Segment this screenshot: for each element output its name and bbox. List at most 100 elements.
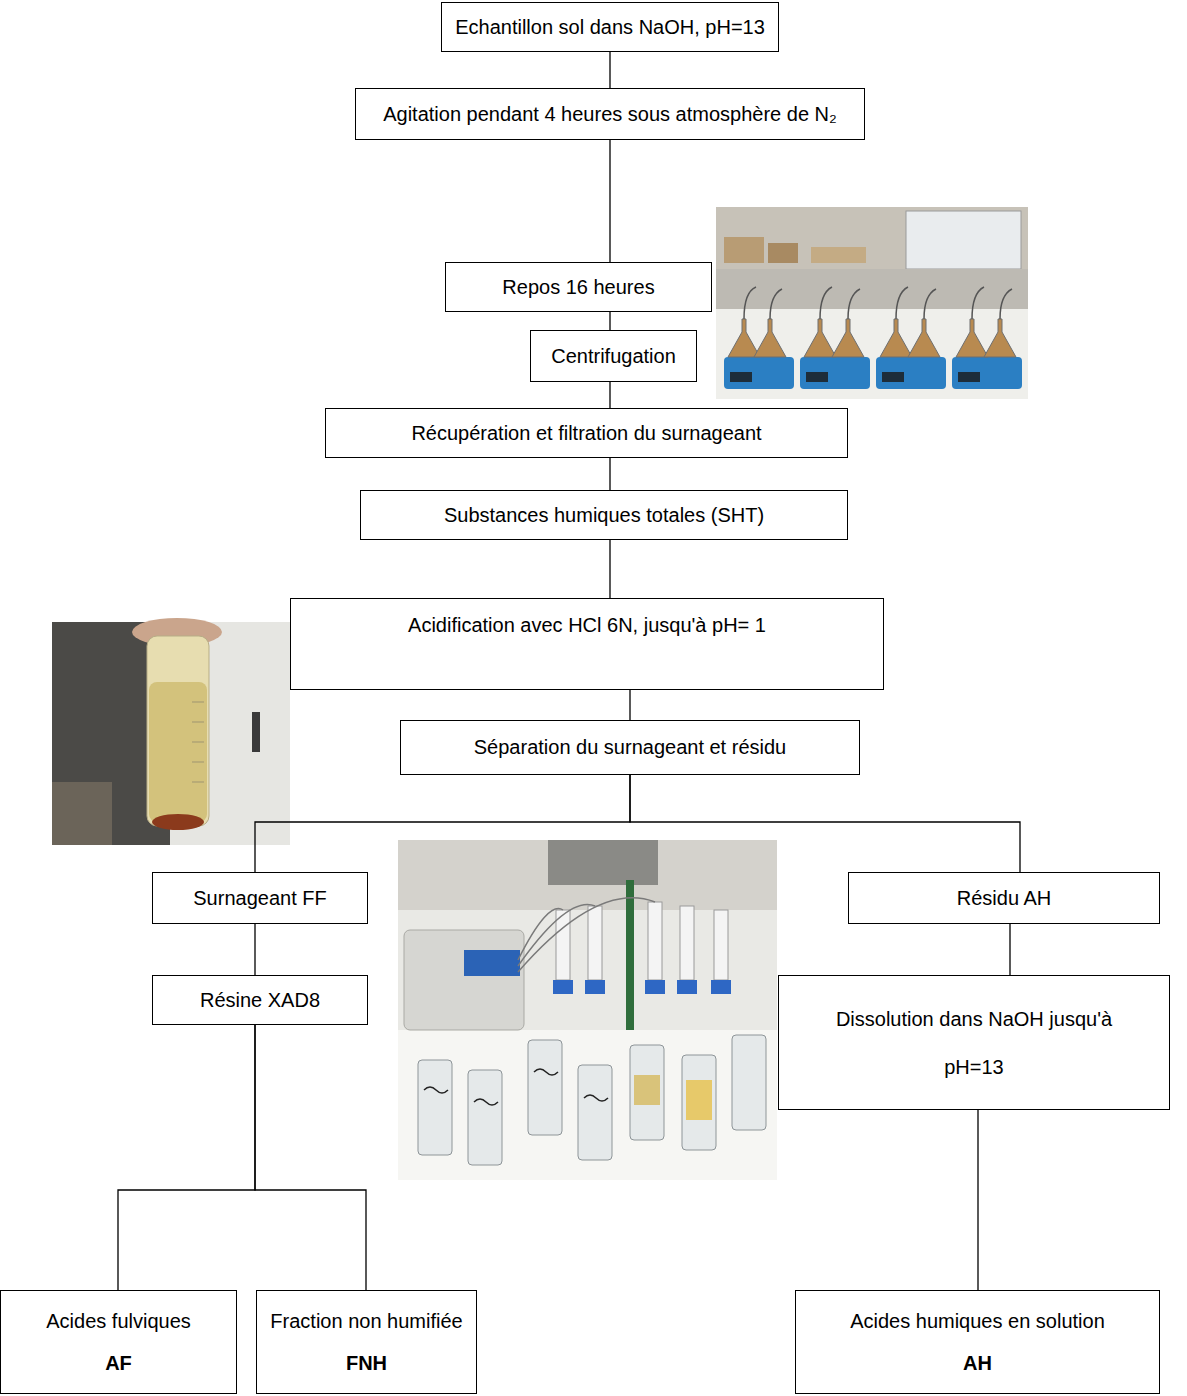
cap	[553, 980, 573, 994]
vial	[682, 1055, 716, 1150]
lab-wall	[716, 207, 1028, 269]
box-content: Surnageant FF	[193, 886, 326, 911]
box-label: Récupération et filtration du surnageant	[411, 421, 761, 446]
column-holder	[548, 840, 658, 885]
column	[648, 902, 662, 980]
flask	[956, 319, 988, 357]
box-label: Echantillon sol dans NaOH, pH=13	[455, 15, 765, 40]
column	[556, 910, 570, 980]
tube-photo	[52, 618, 290, 845]
vial	[578, 1065, 612, 1160]
box-content: Récupération et filtration du surnageant	[411, 421, 761, 446]
process-box: Récupération et filtration du surnageant	[325, 408, 848, 458]
process-box: Substances humiques totales (SHT)	[360, 490, 848, 540]
lab-bench	[716, 309, 1028, 399]
test-tube	[147, 636, 209, 826]
connector-line	[255, 775, 630, 872]
box-content: Acides fulviquesAF	[46, 1300, 191, 1384]
box-content: Séparation du surnageant et résidu	[474, 735, 786, 760]
connector-line	[630, 775, 1020, 872]
process-box: Résidu AH	[848, 872, 1160, 924]
connector-line	[609, 140, 610, 262]
process-box: Centrifugation	[530, 330, 697, 382]
connector-line	[609, 52, 610, 88]
photo-background	[716, 207, 1028, 399]
lab-box	[768, 243, 798, 263]
vial-scribbles	[424, 1069, 608, 1105]
box-label: Résine XAD8	[200, 988, 320, 1013]
vial	[418, 1060, 452, 1155]
graduation	[192, 702, 204, 703]
vials	[418, 1035, 766, 1165]
lab-box	[724, 237, 764, 263]
cap	[645, 980, 665, 994]
process-box: Séparation du surnageant et résidu	[400, 720, 860, 775]
column-caps	[553, 980, 731, 994]
box-content: Centrifugation	[551, 344, 676, 369]
box-content: Fraction non humifiéeFNH	[270, 1300, 462, 1384]
box-content: Résidu AH	[957, 886, 1052, 911]
connector-line	[629, 690, 630, 720]
box-label: Acides fulviques	[46, 1300, 191, 1342]
stirrer-plate	[876, 357, 946, 389]
graduation	[192, 762, 204, 763]
stirrer-display	[958, 372, 980, 382]
column	[588, 906, 602, 980]
process-box: Agitation pendant 4 heures sous atmosphè…	[355, 88, 865, 140]
box-label: Substances humiques totales (SHT)	[444, 503, 764, 528]
connector-line	[1009, 924, 1010, 975]
fraction-code: AF	[46, 1342, 191, 1384]
stirrer-photo	[716, 207, 1028, 399]
tube	[820, 287, 832, 319]
photo-background	[52, 622, 290, 845]
tube	[770, 289, 782, 319]
vial-liquid	[686, 1080, 712, 1120]
rack-bar	[252, 712, 260, 752]
stirrer-plate	[952, 357, 1022, 389]
process-box: Repos 16 heures	[445, 262, 712, 312]
stirrer-display	[806, 372, 828, 382]
vial	[468, 1070, 502, 1165]
box-content: Résine XAD8	[200, 988, 320, 1013]
process-box: Dissolution dans NaOH jusqu'à pH=13	[778, 975, 1170, 1110]
graduation	[192, 722, 204, 723]
graduation	[192, 782, 204, 783]
column	[714, 910, 728, 980]
precipitate	[152, 814, 204, 830]
box-content: Agitation pendant 4 heures sous atmosphè…	[383, 102, 837, 127]
lab-bench	[398, 1030, 777, 1180]
connector-line	[609, 540, 610, 598]
process-box: Acides humiques en solutionAH	[795, 1290, 1160, 1394]
box-content: Acidification avec HCl 6N, jusqu'à pH= 1	[408, 613, 766, 638]
box-label: Agitation pendant 4 heures sous atmosphè…	[383, 102, 837, 127]
connector-line	[609, 312, 610, 330]
scribble	[424, 1087, 448, 1093]
cap	[677, 980, 697, 994]
box-label: Résidu AH	[957, 886, 1052, 911]
vial	[732, 1035, 766, 1130]
pump-clamp	[464, 950, 520, 976]
box-label: Repos 16 heures	[502, 275, 654, 300]
lab-box	[811, 247, 866, 263]
stirrer-display	[882, 372, 904, 382]
tube	[924, 289, 936, 319]
pump-photo	[398, 840, 777, 1180]
flask-group	[728, 319, 1016, 357]
gas-tubes	[744, 287, 1012, 319]
stand-rod	[626, 880, 634, 1030]
connector-line	[118, 1025, 255, 1290]
scribble	[534, 1069, 558, 1075]
process-box: Résine XAD8	[152, 975, 368, 1025]
flask	[880, 319, 912, 357]
box-label: Acidification avec HCl 6N, jusqu'à pH= 1	[408, 613, 766, 638]
connector-line	[977, 1110, 978, 1290]
tube	[518, 898, 655, 972]
flask	[832, 319, 864, 357]
scribble	[584, 1095, 608, 1101]
stirrer-display	[730, 372, 752, 382]
pump-body	[404, 930, 524, 1030]
vial-liquid	[634, 1075, 660, 1105]
connector-line	[254, 924, 255, 975]
